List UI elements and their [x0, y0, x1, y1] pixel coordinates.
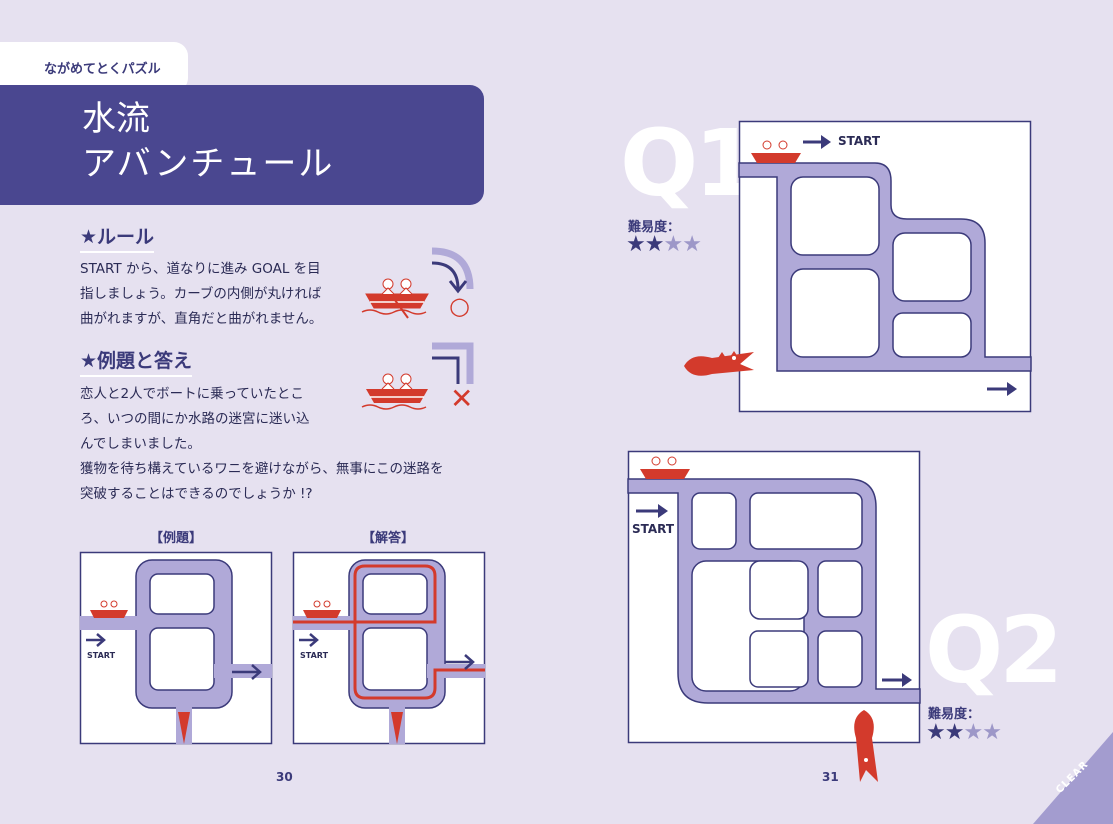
crocodile-icon — [854, 710, 878, 782]
q2-maze — [627, 450, 921, 744]
rules-heading: ★ルール — [80, 222, 155, 253]
q2-difficulty-stars: ★★★★ — [926, 720, 1002, 745]
q1-label: Q1 — [620, 110, 758, 217]
star-filled-icon: ★ — [644, 232, 665, 257]
example-maze — [79, 551, 273, 745]
series-tag: ながめてとくパズル — [0, 42, 188, 92]
star-filled-icon: ★ — [626, 232, 646, 257]
q2-start-label: START — [632, 522, 675, 536]
example-heading: ★例題と答え — [80, 346, 193, 377]
page-number-left: 30 — [276, 770, 293, 784]
title-band: 水流 アバンチュール — [0, 85, 484, 205]
q1-difficulty-label: 難易度： — [628, 220, 681, 235]
rules-line-2: 指しましょう。カーブの内側が丸ければ — [80, 286, 322, 302]
answer-start-label: START — [300, 651, 329, 660]
boat-icon — [361, 278, 429, 319]
corner-ng-icon — [432, 342, 474, 384]
clear-corner-tab[interactable] — [1033, 732, 1113, 824]
page-number-right: 31 — [822, 770, 839, 784]
star-empty-icon: ★ — [682, 232, 702, 257]
page-title-line2: アバンチュール — [82, 144, 335, 184]
curve-ok-icon — [431, 247, 474, 294]
q1-maze — [738, 120, 1032, 413]
answer-caption: 【解答】 — [362, 531, 415, 546]
boat-icon — [361, 373, 428, 410]
star-empty-icon: ★ — [982, 720, 1002, 745]
star-empty-icon: ★ — [963, 720, 983, 745]
example-caption: 【例題】 — [150, 531, 203, 546]
star-filled-icon: ★ — [926, 720, 946, 745]
rules-line-3: 曲がれますが、直角だと曲がれません。 — [80, 311, 323, 327]
example-line-5: 突破することはできるのでしょうか !? — [80, 486, 313, 502]
rules-line-1: START から、道なりに進み GOAL を目 — [80, 261, 321, 277]
example-text: 恋人と2人でボートに乗っていたとこ ろ、いつの間にか水路の迷宮に迷い込 んでしま… — [80, 382, 444, 507]
example-start-label: START — [87, 651, 116, 660]
q2-label: Q2 — [925, 597, 1063, 704]
answer-maze — [292, 551, 486, 745]
example-line-1: 恋人と2人でボートに乗っていたとこ — [80, 386, 304, 402]
rules-text: START から、道なりに進み GOAL を目 指しましょう。カーブの内側が丸け… — [80, 257, 322, 332]
example-line-3: んでしまいました。 — [80, 436, 201, 452]
star-empty-icon: ★ — [663, 232, 683, 257]
crocodile-icon — [684, 351, 754, 376]
q1-start-label: START — [838, 134, 881, 148]
ng-mark: ✕ — [450, 382, 474, 415]
ok-mark: ○ — [449, 292, 470, 320]
example-line-2: ろ、いつの間にか水路の迷宮に迷い込 — [80, 411, 310, 427]
q1-difficulty-stars: ★★★★ — [626, 232, 702, 257]
q2-difficulty-label: 難易度： — [928, 707, 981, 722]
example-line-4: 獲物を待ち構えているワニを避けながら、無事にこの迷路を — [80, 461, 444, 477]
star-filled-icon: ★ — [944, 720, 965, 745]
page-title-line1: 水流 — [82, 99, 150, 139]
